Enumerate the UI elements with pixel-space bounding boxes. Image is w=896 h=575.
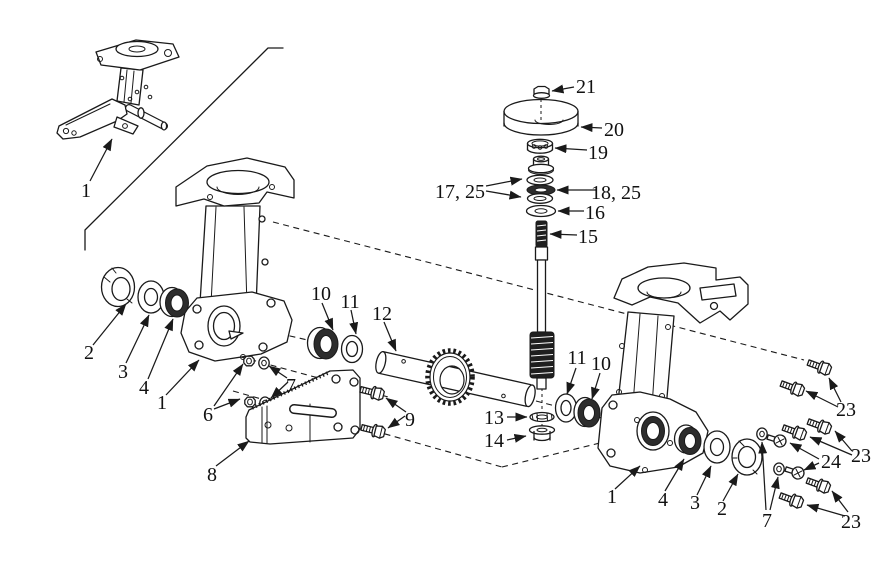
- callout-housing-left: 1: [157, 392, 167, 414]
- bracket-illustration: [245, 369, 361, 445]
- callout-washers-left: 7: [286, 375, 296, 397]
- callout-nut-21: 21: [576, 76, 596, 98]
- right-washer-and-seal: [554, 393, 601, 428]
- callout-washers-17-25: 17, 25: [435, 181, 485, 203]
- worm-shaft-stack: [503, 85, 579, 442]
- left-housing-illustration: [175, 157, 295, 362]
- callout-screws-24: 24: [821, 451, 841, 473]
- callout-seal-right: 10: [591, 353, 611, 375]
- assembled-unit-illustration: [56, 39, 180, 140]
- center-seal-and-washer: [306, 326, 364, 364]
- callout-bolts-23-bottom: 23: [841, 511, 861, 533]
- left-cap-washer-seal: [100, 266, 190, 318]
- callout-bearing-19: 19: [588, 142, 608, 164]
- callout-seal-left: 4: [139, 377, 149, 399]
- callout-bracket: 8: [207, 464, 217, 486]
- callout-pulley-20: 20: [604, 119, 624, 141]
- bracket-bolts: [358, 382, 387, 440]
- callout-bolts-23-mid: 23: [851, 445, 871, 467]
- right-housing-illustration: [597, 262, 749, 474]
- callout-washers-right: 7: [762, 510, 772, 532]
- callout-washer-left: 3: [118, 361, 128, 383]
- callouts: 1 2 3 4 1 6 7 8 9 10 11 12 13 14 15 16 1…: [81, 76, 871, 533]
- callout-assembled-unit: 1: [81, 180, 91, 202]
- callout-bracket-bolts: 9: [405, 409, 415, 431]
- callout-washer-13: 13: [484, 407, 504, 429]
- callout-housing-right: 1: [607, 486, 617, 508]
- callout-seal-right-outer: 4: [658, 489, 668, 511]
- right-fasteners: [756, 355, 834, 511]
- axle-shaft-and-gear: [375, 348, 536, 408]
- callout-washer-18-25: 18, 25: [591, 182, 641, 204]
- callout-seal-center: 10: [311, 283, 331, 305]
- callout-cap-left: 2: [84, 342, 94, 364]
- callout-washer-right: 11: [567, 347, 586, 369]
- callout-worm-shaft: 15: [578, 226, 598, 248]
- callout-bolts-23-top: 23: [836, 399, 856, 421]
- leader-arrows: [89, 84, 853, 517]
- callout-cap-right: 2: [717, 498, 727, 520]
- callout-washer-right-outer: 3: [690, 492, 700, 514]
- callout-bushing-lower: 14: [484, 430, 504, 452]
- callout-nuts: 6: [203, 404, 213, 426]
- callout-axle-shaft: 12: [372, 303, 392, 325]
- callout-washer-center: 11: [340, 291, 359, 313]
- divider-line: [84, 47, 284, 251]
- callout-washer-16: 16: [585, 202, 605, 224]
- right-seal-washer-cap: [673, 424, 763, 476]
